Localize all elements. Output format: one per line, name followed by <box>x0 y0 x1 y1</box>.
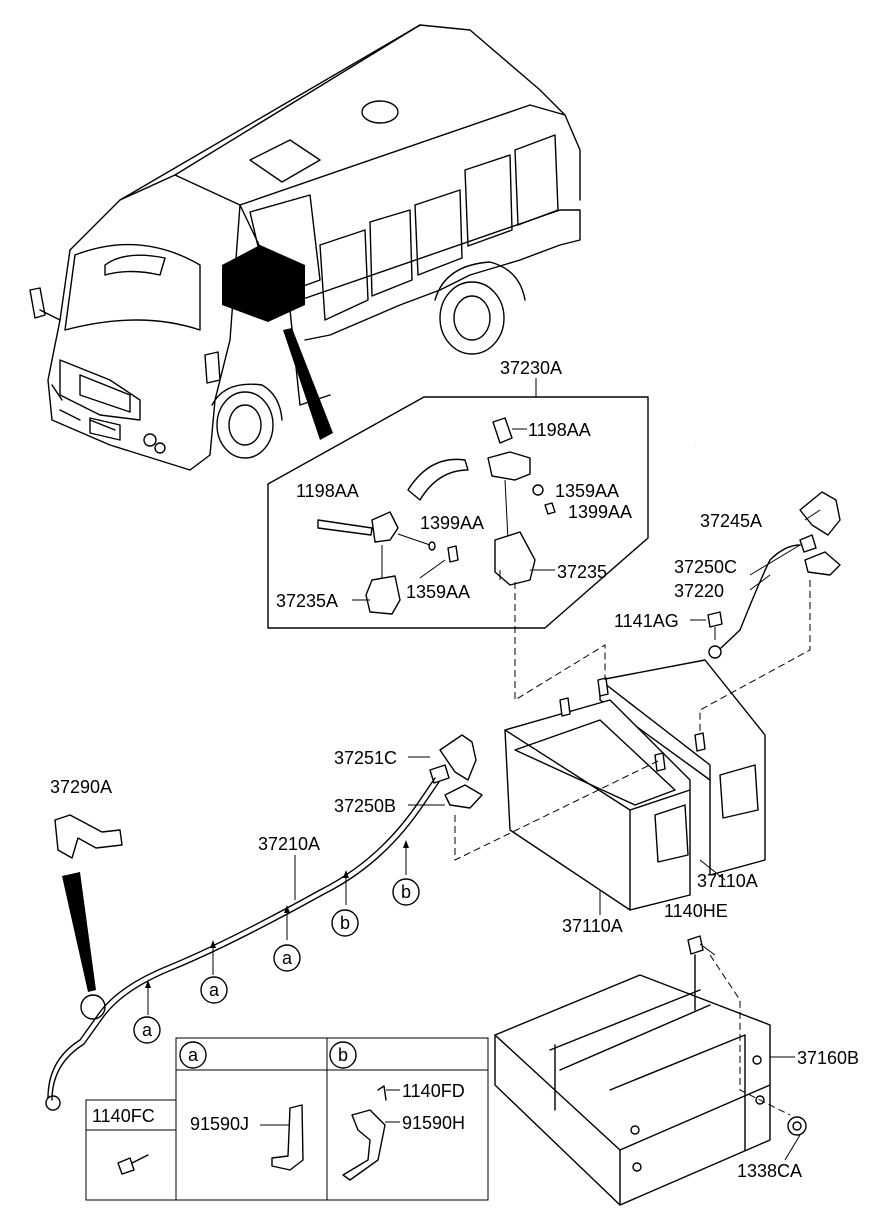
fastener-legend-table <box>85 1037 489 1201</box>
battery-tray-37160B <box>494 935 807 1206</box>
label-37210A: 37210A <box>258 834 320 854</box>
label-1359AA-right: 1359AA <box>555 481 619 501</box>
label-37250C: 37250C <box>674 557 737 577</box>
legend-header-a: a <box>179 1041 207 1069</box>
legend-header-a-text: a <box>188 1045 199 1065</box>
callout-a-2-text: a <box>209 980 220 1000</box>
negative-cable-assembly <box>45 734 483 1111</box>
callout-a-3: a <box>273 944 301 972</box>
callout-a-2: a <box>200 976 228 1004</box>
label-37251C: 37251C <box>334 748 397 768</box>
legend-label-91590H: 91590H <box>402 1113 465 1133</box>
callout-b-legend-marker: b <box>0 0 5 10</box>
label-37235: 37235 <box>557 562 607 582</box>
legend-label-91590J: 91590J <box>190 1114 249 1134</box>
battery-location-highlight <box>222 245 305 322</box>
location-pointer-arrow <box>283 328 333 440</box>
label-37245A: 37245A <box>700 511 762 531</box>
callout-a-1-text: a <box>142 1020 153 1040</box>
legend-header-b-text: b <box>338 1045 348 1065</box>
positive-cable-assembly <box>707 491 841 659</box>
callout-arrows <box>145 840 409 1015</box>
legend-label-1140FC: 1140FC <box>92 1106 155 1126</box>
terminal-kit-panel <box>267 378 649 629</box>
label-37160B: 37160B <box>797 1048 859 1068</box>
legend-header-b: b <box>329 1041 357 1069</box>
callout-a-3-text: a <box>282 948 293 968</box>
callout-b-3-text: b <box>401 882 411 902</box>
callout-b-2-text: b <box>340 913 350 933</box>
label-37220: 37220 <box>674 581 724 601</box>
legend-label-1140FD: 1140FD <box>402 1081 465 1101</box>
leader-lines <box>454 580 811 1116</box>
label-1338CA: 1338CA <box>737 1161 802 1181</box>
label-37230A: 37230A <box>500 358 562 378</box>
label-1359AA-bottom: 1359AA <box>406 582 470 602</box>
label-1399AA-right: 1399AA <box>568 502 632 522</box>
label-1198AA-top: 1198AA <box>528 420 591 440</box>
callout-b-2: b <box>331 909 359 937</box>
label-37235A: 37235A <box>276 591 338 611</box>
label-1399AA-mid: 1399AA <box>420 513 484 533</box>
label-1140HE: 1140HE <box>664 901 728 921</box>
label-37110A-bottom: 37110A <box>562 916 623 936</box>
label-1198AA-left: 1198AA <box>296 481 359 501</box>
callout-a-1: a <box>133 1016 161 1044</box>
label-37110A-right: 37110A <box>697 871 758 891</box>
callout-b-3: b <box>392 878 420 906</box>
batteries-37110A <box>504 659 766 911</box>
label-37290A: 37290A <box>50 777 112 797</box>
label-1141AG: 1141AG <box>614 611 679 631</box>
bus-illustration <box>29 24 581 471</box>
label-37250B: 37250B <box>334 796 396 816</box>
label-leaders <box>294 509 821 1161</box>
